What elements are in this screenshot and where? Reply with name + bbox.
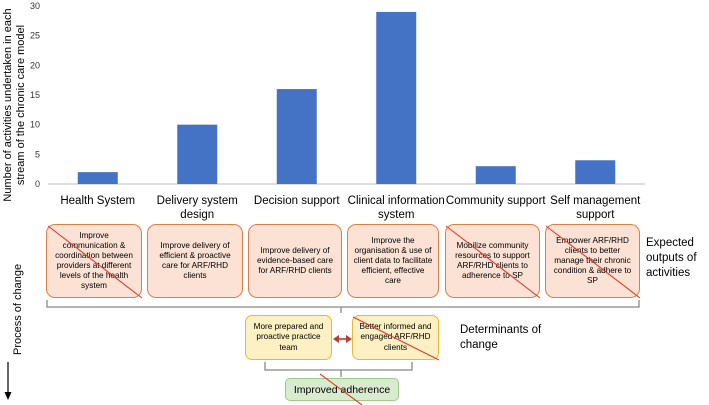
result-text: Improved adherence (293, 383, 391, 396)
determinant-box-clients: Better informed and engaged ARF/RHD clie… (352, 315, 439, 360)
result-box-improved-adherence: Improved adherence (285, 378, 399, 401)
y-tick-label: 15 (30, 90, 40, 100)
y-tick-label: 20 (30, 60, 40, 70)
process-of-change-label: Process of change (12, 263, 24, 355)
output-box-clinical-information-system: Improve the organisation & use of client… (347, 224, 439, 298)
output-box-self-management-support: Empower ARF/RHD clients to better manage… (545, 224, 640, 298)
output-box-community-support: Mobilize community resources to support … (445, 224, 540, 298)
output-box-decision-support: Improve delivery of evidence-based care … (248, 224, 342, 298)
y-tick-label: 5 (35, 149, 40, 159)
bar-4 (475, 166, 516, 184)
outputs-bracket (46, 300, 640, 313)
category-label-0: Health System (60, 195, 135, 207)
determinant-text: More prepared and proactive practice tea… (253, 321, 324, 352)
output-text: Mobilize community resources to support … (455, 241, 530, 280)
y-axis-ticks: 0 5 10 15 20 25 30 (30, 1, 40, 189)
output-text: Improve communication & coordination bet… (55, 231, 133, 290)
bar-chart: Number of activities undertaken in eachs… (2, 1, 645, 221)
output-text: Improve the organisation & use of client… (353, 236, 433, 285)
determinant-box-practice-team: More prepared and proactive practice tea… (245, 315, 332, 360)
bar-2 (276, 89, 317, 184)
bar-3 (376, 11, 417, 184)
y-axis-label-text: Number of activities undertaken in eachs… (2, 8, 27, 201)
bar-5 (575, 160, 616, 184)
y-axis-label: Number of activities undertaken in eachs… (2, 8, 27, 201)
output-text: Empower ARF/RHD clients to better manage… (553, 236, 632, 285)
determinants-bracket (264, 362, 413, 377)
output-box-health-system: Improve communication & coordination bet… (46, 224, 142, 298)
output-text: Improve delivery of evidence-based care … (256, 246, 333, 275)
outputs-label: Expected outputs of activities (646, 237, 697, 279)
bars (77, 11, 616, 184)
output-text: Improve delivery of efficient & proactiv… (159, 241, 231, 280)
y-tick-label: 30 (30, 1, 40, 11)
double-arrow-icon (333, 335, 352, 343)
determinants-label: Determinants of change (460, 324, 542, 351)
y-tick-label: 10 (30, 120, 40, 130)
y-tick-label: 25 (30, 31, 40, 41)
y-tick-label: 0 (35, 179, 40, 189)
output-box-delivery-system-design: Improve delivery of efficient & proactiv… (147, 224, 243, 298)
category-label-4: Community support (446, 195, 547, 207)
determinant-text: Better informed and engaged ARF/RHD clie… (359, 321, 432, 352)
bar-0 (77, 172, 118, 184)
category-label-2: Decision support (254, 195, 340, 207)
bar-1 (177, 124, 218, 184)
